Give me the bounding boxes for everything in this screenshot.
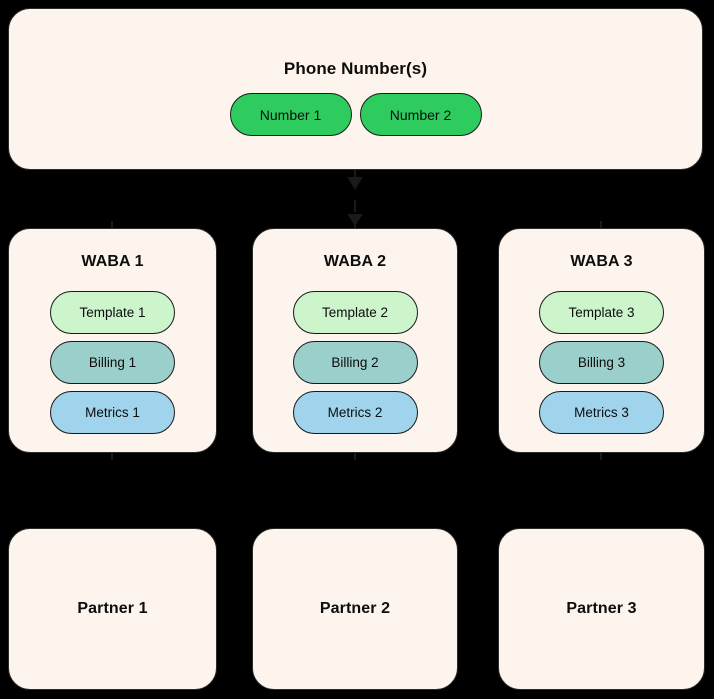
- partner-card-label: Partner 2: [319, 600, 391, 617]
- waba-pill-group: Template 3 Billing 3 Metrics 3: [499, 291, 704, 434]
- metrics-pill[interactable]: Metrics 3: [539, 391, 664, 434]
- waba-card-1[interactable]: WABA 1 Template 1 Billing 1 Metrics 1: [8, 228, 217, 453]
- phone-numbers-pill-row: Number 1 Number 2: [9, 93, 702, 136]
- waba-card-title: WABA 3: [570, 253, 633, 270]
- partner-card-label: Partner 1: [77, 600, 148, 617]
- connector-phone-to-waba: [347, 166, 363, 226]
- billing-pill[interactable]: Billing 1: [50, 341, 175, 384]
- metrics-pill[interactable]: Metrics 2: [292, 391, 418, 434]
- template-pill[interactable]: Template 3: [539, 291, 664, 334]
- number-pill[interactable]: Number 2: [359, 93, 482, 136]
- waba-card-title: WABA 1: [81, 253, 144, 270]
- partner-card-label: Partner 3: [566, 600, 637, 617]
- waba-card-2[interactable]: WABA 2 Template 2 Billing 2 Metrics 2: [252, 228, 458, 453]
- partner-card-2[interactable]: Partner 2: [252, 528, 458, 690]
- billing-pill[interactable]: Billing 3: [539, 341, 664, 384]
- waba-card-3[interactable]: WABA 3 Template 3 Billing 3 Metrics 3: [498, 228, 705, 453]
- connector-stubs-waba: [111, 221, 602, 228]
- phone-numbers-title: Phone Number(s): [283, 59, 428, 78]
- phone-numbers-card: Phone Number(s) Number 1 Number 2: [8, 8, 703, 170]
- partner-card-1[interactable]: Partner 1: [8, 528, 217, 690]
- waba-pill-group: Template 1 Billing 1 Metrics 1: [9, 291, 216, 434]
- template-pill[interactable]: Template 2: [292, 291, 418, 334]
- billing-pill[interactable]: Billing 2: [292, 341, 418, 384]
- template-pill[interactable]: Template 1: [50, 291, 175, 334]
- metrics-pill[interactable]: Metrics 1: [50, 391, 175, 434]
- connector-stubs-waba-bottom: [111, 453, 602, 460]
- waba-card-title: WABA 2: [323, 253, 387, 270]
- number-pill[interactable]: Number 1: [229, 93, 352, 136]
- partner-card-3[interactable]: Partner 3: [498, 528, 705, 690]
- waba-pill-group: Template 2 Billing 2 Metrics 2: [253, 291, 457, 434]
